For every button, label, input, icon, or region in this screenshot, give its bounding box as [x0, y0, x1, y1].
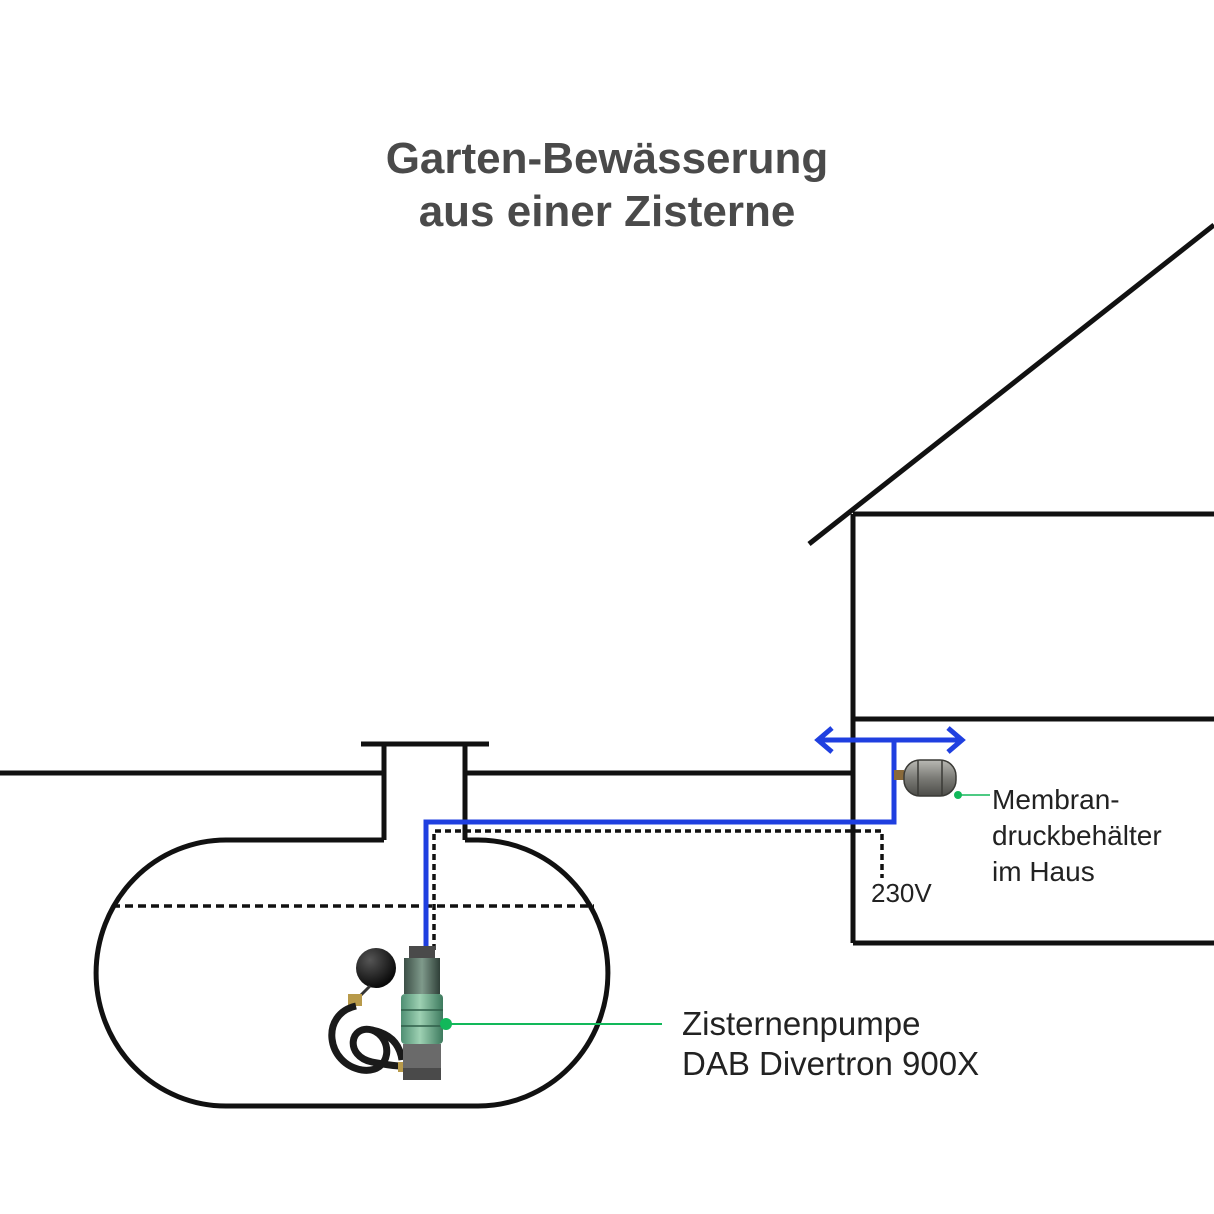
- pump-label-line-2: DAB Divertron 900X: [682, 1045, 980, 1082]
- cistern-tank: [93, 837, 611, 1109]
- distribution-pipe-arrows: [814, 726, 966, 754]
- pressure-vessel-icon: [894, 759, 957, 797]
- pressure-tank-label-line-3: im Haus: [992, 856, 1095, 887]
- float-switch-icon: [328, 948, 410, 1074]
- pump-callout: [440, 1018, 662, 1030]
- water-pipe: [423, 740, 897, 952]
- power-cable: [432, 829, 884, 950]
- diagram-title-line-2: aus einer Zisterne: [418, 187, 796, 236]
- voltage-label: 230V: [871, 878, 932, 908]
- pump-label-line-1: Zisternenpumpe: [682, 1005, 921, 1042]
- pump-label: Zisternenpumpe DAB Divertron 900X: [682, 1004, 979, 1084]
- pressure-tank-label-line-2: druckbehälter: [992, 820, 1162, 851]
- pressure-tank-label: Membran- druckbehälter im Haus: [992, 782, 1162, 890]
- house-roof: [807, 223, 1214, 546]
- pressure-tank-label-line-1: Membran-: [992, 784, 1120, 815]
- house: [807, 223, 1214, 946]
- diagram-title-line-1: Garten-Bewässerung: [385, 134, 829, 183]
- submersible-pump-icon: [401, 946, 443, 1080]
- pressure-tank-callout: [954, 791, 990, 799]
